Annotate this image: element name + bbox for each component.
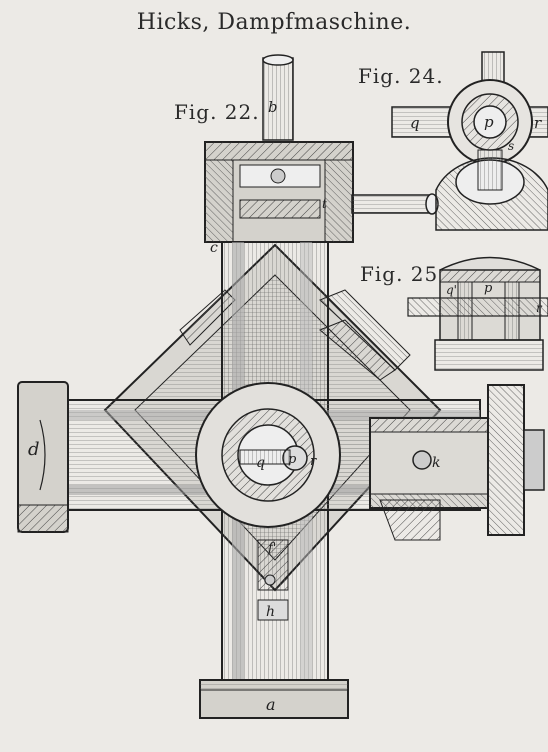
right-flange xyxy=(487,384,525,536)
letter-b: b xyxy=(268,98,278,116)
side-rod xyxy=(351,194,433,214)
letter-h: h xyxy=(266,604,275,620)
part-letters: b c d q p r t k f' h a q p r s p q' r xyxy=(28,98,543,714)
fig-25-label: Fig. 25. xyxy=(360,262,446,286)
letter-d: d xyxy=(28,439,40,460)
letter-r-center: r xyxy=(310,454,317,469)
fig25-drawing xyxy=(407,256,548,371)
plate-title: Hicks, Dampfmaschine. xyxy=(136,10,412,35)
letter-p-fig25: p xyxy=(484,281,493,296)
letter-q-fig25: q' xyxy=(446,283,457,297)
letter-k: k xyxy=(432,455,440,471)
letter-r-fig24: r xyxy=(534,114,542,132)
letter-a: a xyxy=(266,695,276,714)
fig24-drawing xyxy=(391,51,548,231)
fig-22-label: Fig. 22. xyxy=(174,100,260,124)
letter-q-center: q xyxy=(256,455,265,471)
piston-rod-top xyxy=(262,57,294,141)
fig22-drawing xyxy=(17,54,545,719)
fig-24-label: Fig. 24. xyxy=(358,64,444,88)
letter-q-fig24: q xyxy=(410,114,420,132)
letter-t: t xyxy=(322,197,327,211)
letter-f: f' xyxy=(267,541,276,556)
letter-s-fig24: s xyxy=(508,139,514,153)
letter-p-fig24: p xyxy=(484,113,494,131)
letter-c: c xyxy=(210,240,218,256)
letter-r-fig25: r xyxy=(536,301,543,315)
letter-p-center: p xyxy=(288,452,297,467)
